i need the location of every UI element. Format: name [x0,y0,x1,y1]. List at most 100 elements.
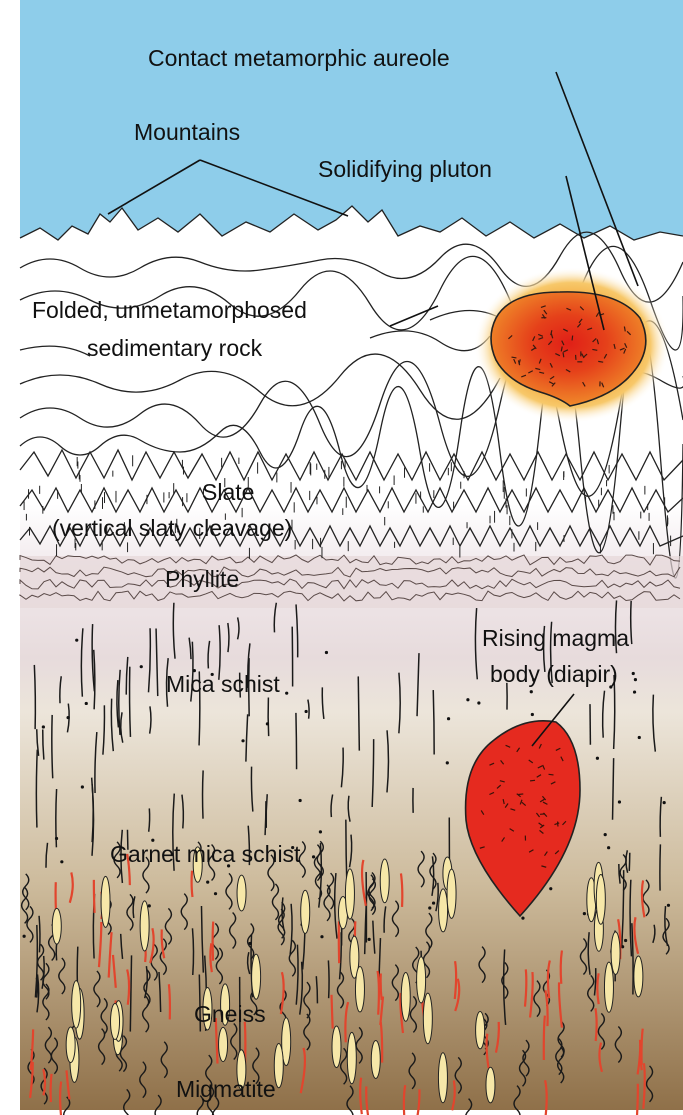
quartz-lens [438,1053,447,1103]
garnet-dot [604,833,607,836]
quartz-lens [611,932,620,975]
quartz-lens [252,954,261,999]
label-garnet-mica-schist: Garnet mica schist [110,841,301,867]
label-magma-line2: body (diapir) [490,661,618,687]
red-streak [192,871,193,897]
quartz-lens [486,1067,495,1103]
garnet-dot [85,702,88,705]
foliation-line [265,801,266,835]
label-slate-line2: (vertical slaty cleavage) [52,515,292,541]
quartz-lens [219,1027,228,1061]
garnet-dot [607,846,610,849]
quartz-lens [66,1027,75,1063]
quartz-lens [604,962,613,1012]
garnet-dot [624,939,627,942]
quartz-lens [417,957,426,1003]
quartz-lens [345,869,354,919]
label-mica-schist: Mica schist [166,671,280,697]
red-streak [561,951,562,984]
quartz-lens [380,859,389,903]
quartz-lens [423,993,432,1044]
quartz-lens [634,956,643,997]
label-aureole: Contact metamorphic aureole [148,45,450,71]
garnet-dot [432,901,435,904]
garnet-dot [241,739,244,742]
garnet-dot [634,678,637,681]
label-phyllite: Phyllite [165,566,239,592]
crystal-dash [598,361,603,362]
red-streak [169,984,170,1019]
label-slate-line1: Slate [202,479,254,505]
red-streak [641,1044,642,1070]
crystal-dash [530,780,535,781]
garnet-dot [632,672,635,675]
garnet-dot [312,855,315,858]
quartz-lens [447,869,456,918]
garnet-dot [621,945,624,948]
crystal-dash [592,349,597,350]
foliation-line [328,960,329,998]
crystal-dash [563,352,564,357]
garnet-dot [81,785,84,788]
label-gneiss: Gneiss [194,1001,266,1027]
quartz-lens [439,889,448,932]
quartz-lens [401,973,410,1022]
garnet-dot [320,935,323,938]
garnet-dot [530,690,533,693]
garnet-dot [428,906,431,909]
red-streak [332,995,333,1029]
garnet-dot [299,799,302,802]
garnet-dot [42,725,45,728]
garnet-dot [214,892,217,895]
garnet-dot [663,801,666,804]
garnet-dot [319,830,322,833]
garnet-dot [596,757,599,760]
label-sedimentary-line1: Folded, unmetamorphosed [32,297,307,323]
garnet-dot [23,935,26,938]
foliation-line [660,844,661,890]
garnet-dot [206,880,209,883]
quartz-lens [101,876,110,927]
crystal-dash [518,794,523,795]
garnet-dot [531,713,534,716]
foliation-line [268,697,269,736]
garnet-dot [66,716,69,719]
garnet-dot [447,717,450,720]
label-migmatite: Migmatite [176,1076,276,1102]
quartz-lens [52,908,61,944]
quartz-lens [355,966,364,1012]
quartz-lens [237,875,246,911]
red-streak [544,1016,545,1060]
garnet-dot [446,761,449,764]
foliation-line [629,853,630,871]
crystal-dash [572,336,573,341]
foliation-line [296,713,297,769]
garnet-dot [618,800,621,803]
label-pluton: Solidifying pluton [318,156,492,182]
quartz-lens [371,1040,380,1078]
red-streak [525,969,526,1006]
garnet-dot [633,690,636,693]
red-streak [213,922,214,961]
foliation-line [52,715,53,778]
red-streak [51,1074,52,1102]
garnet-dot [583,912,586,915]
red-streak [595,1008,596,1041]
garnet-dot [638,736,641,739]
foliation-line [130,667,131,737]
quartz-lens [140,901,149,951]
red-streak [401,873,402,907]
garnet-dot [521,917,524,920]
quartz-lens [476,1012,485,1049]
red-streak [94,880,95,913]
quartz-lens [596,874,605,924]
quartz-lens [301,890,310,933]
label-magma-line1: Rising magma [482,625,629,651]
quartz-lens [332,1026,341,1068]
foliation-line [358,676,359,750]
garnet-dot [368,938,371,941]
red-streak [643,1063,644,1109]
garnet-dot [667,904,670,907]
garnet-dot [60,860,63,863]
